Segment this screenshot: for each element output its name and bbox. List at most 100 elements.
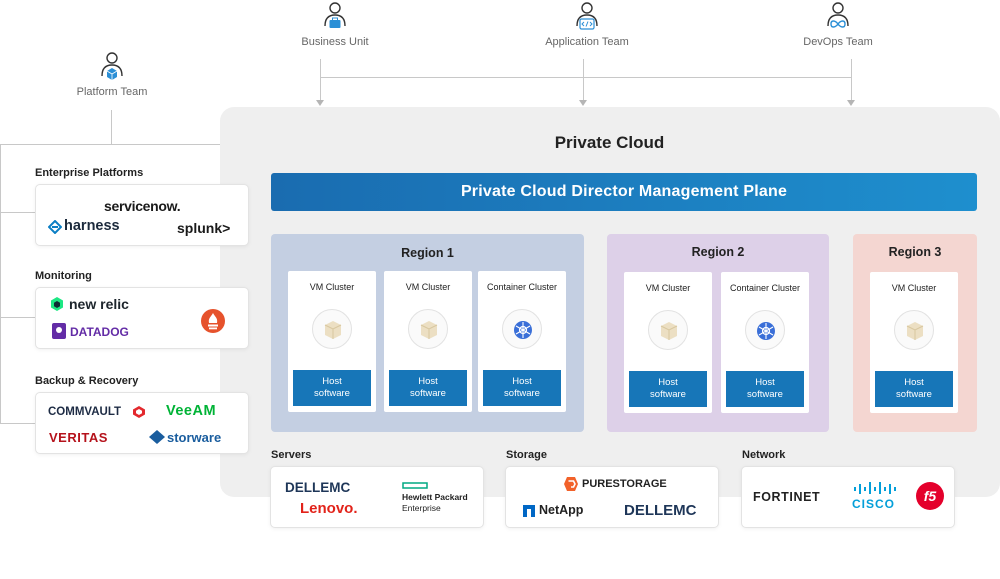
hpe-logo-line1: Hewlett Packard [402,492,468,502]
backup-recovery-title: Backup & Recovery [35,375,139,387]
datadog-icon [52,323,66,339]
persona-devops-team: DevOps Team [768,2,908,48]
host-label-1: Host [658,377,678,388]
cluster-title: Container Cluster [729,283,801,293]
host-label-1: Host [418,376,438,387]
veritas-logo: VERITAS [49,430,108,445]
f5-logo: f5 [916,482,944,510]
host-label-1: Host [904,377,924,388]
network-card[interactable]: FORTINET CISCO f5 [741,466,955,528]
vm-cube-icon [894,310,934,350]
commvault-logo: COMMVAULT [48,406,122,418]
vm-cube-icon [408,309,448,349]
newrelic-logo: new relic [69,296,129,312]
harness-icon [48,220,62,234]
cluster-title: VM Cluster [891,283,937,293]
persona-platform-team: Platform Team [42,52,182,98]
netapp-icon [523,505,535,517]
vm-cube-icon [648,310,688,350]
host-label-2: software [314,388,350,399]
fortinet-logo: FORTINET [753,490,821,504]
servers-title: Servers [271,449,312,461]
host-label-2: software [504,388,540,399]
platform-team-icon [101,52,123,80]
connector-left-vertical [0,144,1,424]
commvault-icon [133,406,145,418]
business-unit-icon [324,2,346,28]
connector-devops-team [851,59,852,100]
netapp-logo: NetApp [539,503,584,517]
enterprise-platforms-card[interactable]: servicenow. harness splunk> [35,184,249,246]
enterprise-platforms-title: Enterprise Platforms [35,167,144,179]
lenovo-logo: Lenovo. [300,500,358,517]
veeam-logo: VeeAM [166,403,217,419]
connector-horizontal-top [320,77,852,78]
cisco-icon [854,482,896,494]
application-team-label: Application Team [545,36,629,48]
host-label-2: software [650,389,686,400]
arrow-business-unit [316,100,324,106]
servers-card[interactable]: DELLEMC Lenovo. Hewlett Packard Enterpri… [270,466,484,528]
host-label-1: Host [512,376,532,387]
connector-platform-horizontal [0,144,222,145]
host-label-2: software [896,389,932,400]
storware-logo: storware [167,430,222,445]
newrelic-icon [51,297,63,311]
kubernetes-icon [745,310,785,350]
region-2-title: Region 2 [691,245,745,259]
vm-cube-icon [312,309,352,349]
management-plane-bar[interactable]: Private Cloud Director Management Plane [271,173,977,211]
region-1-title: Region 1 [401,246,454,260]
application-team-icon [576,2,598,30]
cisco-logo: CISCO [852,497,896,511]
purestorage-icon [564,477,578,491]
host-label-2: software [410,388,446,399]
monitoring-title: Monitoring [35,270,92,282]
devops-team-label: DevOps Team [803,36,873,48]
dellemc-logo: DELLEMC [624,502,697,519]
host-label-1: Host [755,377,775,388]
network-title: Network [742,449,786,461]
storware-icon [149,430,165,444]
region-3-title: Region 3 [888,245,942,259]
cluster-title: VM Cluster [405,282,451,292]
f5-logo-text: f5 [923,488,937,504]
arrow-application-team [579,100,587,106]
arrow-devops-team [847,100,855,106]
prometheus-icon [201,309,225,333]
persona-business-unit: Business Unit [265,2,405,48]
backup-recovery-card[interactable]: COMMVAULT VeeAM VERITAS storware [35,392,249,454]
devops-team-icon [827,2,849,28]
monitoring-card[interactable]: new relic DATADOG [35,287,249,349]
private-cloud-title: Private Cloud [554,133,665,152]
platform-team-label: Platform Team [76,86,148,98]
connector-to-monitoring [0,317,36,318]
cluster-title: VM Cluster [645,283,691,293]
purestorage-logo: PURESTORAGE [582,478,667,490]
cluster-title: Container Cluster [486,282,558,292]
connector-application-team [583,59,584,100]
storage-card[interactable]: PURESTORAGE NetApp DELLEMC [505,466,719,528]
kubernetes-icon [502,309,542,349]
connector-platform-team [111,110,112,145]
connector-to-backup [0,423,36,424]
harness-logo: harness [64,218,120,234]
splunk-logo: splunk> [177,220,231,236]
connector-business-unit [320,59,321,100]
cluster-title: VM Cluster [309,282,355,292]
